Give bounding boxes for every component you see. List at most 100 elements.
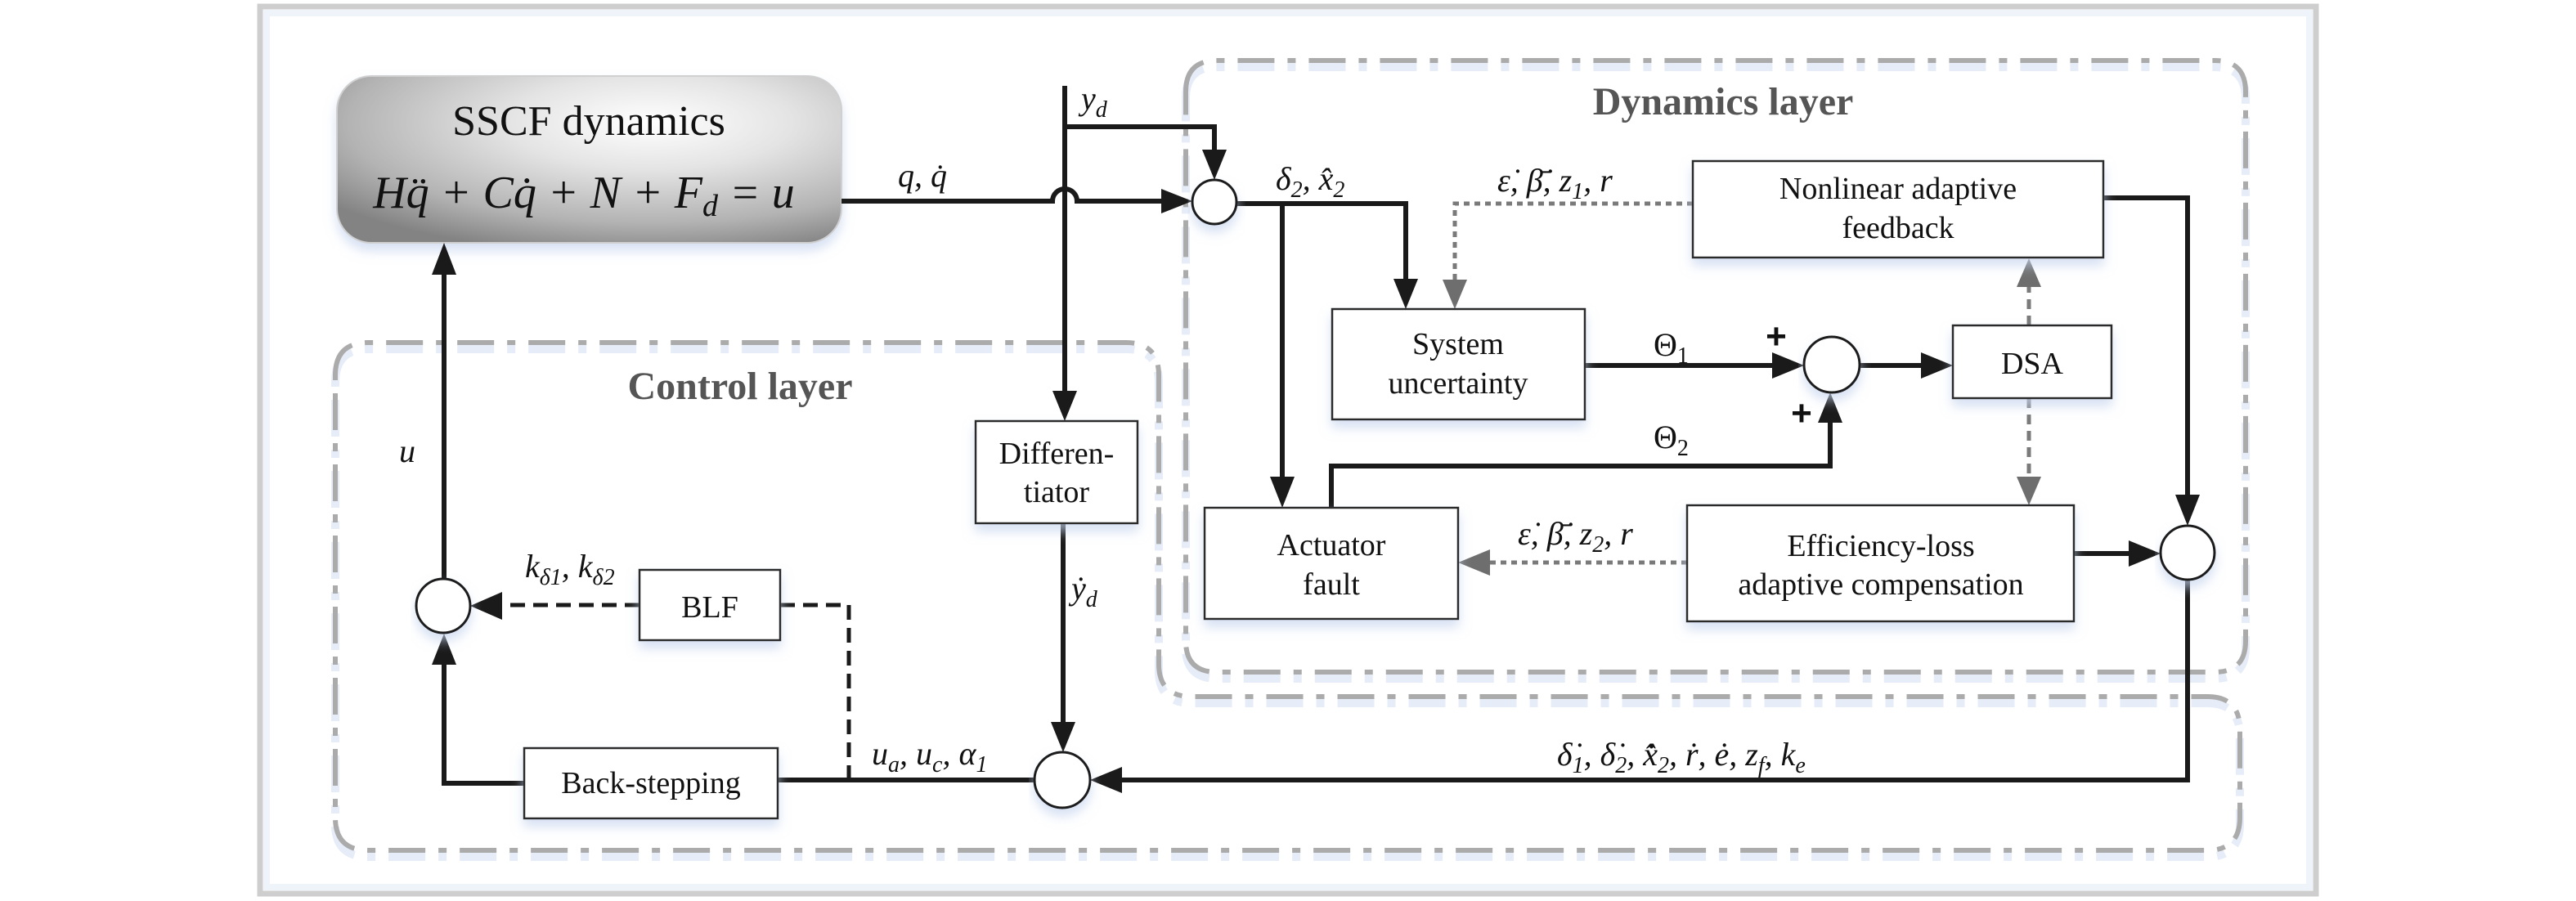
label-base: u <box>399 433 415 469</box>
block-label-line: System <box>1412 327 1504 361</box>
label-subscript: 2 <box>1658 753 1669 778</box>
arrowhead <box>1818 392 1842 423</box>
label-subscript: δ2 <box>593 565 615 590</box>
signal-label-feedback-to-uncertainty: ε̇, β̄̇, z1, r <box>1497 162 1613 204</box>
arrowhead <box>432 634 456 665</box>
label-base: ε̇, β̄̇, z <box>1518 515 1593 552</box>
arrowhead <box>2129 540 2161 567</box>
block-label: Differen-tiator <box>999 437 1115 509</box>
equation-part: = u <box>718 168 795 218</box>
block-label-line: fault <box>1303 567 1360 602</box>
signal-label-theta1: Θ1 <box>1654 326 1689 369</box>
efficiency-loss-compensation-block: Efficiency-loss adaptive compensation <box>1685 504 2076 623</box>
label-base: , ṙ, ė, z <box>1669 736 1758 773</box>
block-box <box>1691 159 2105 259</box>
summing-junction-2 <box>1802 335 1861 394</box>
label-subscript: 1 <box>976 752 987 778</box>
label-base: k <box>525 548 541 585</box>
block-box <box>1685 504 2076 623</box>
arrowhead <box>1052 391 1077 421</box>
label-subscript: 1 <box>1573 753 1584 778</box>
label-subscript: 1 <box>1572 179 1583 204</box>
label-subscript: a <box>888 752 900 778</box>
dsa-block: DSA <box>1951 324 2113 400</box>
arrowhead <box>1051 722 1075 752</box>
label-base: , u <box>900 735 932 772</box>
block-box <box>523 746 779 820</box>
block-label-line: adaptive compensation <box>1738 567 2023 602</box>
label-subscript: d <box>1096 97 1108 123</box>
control-layer-title: Control layer <box>627 365 852 408</box>
arrowhead <box>1458 549 1490 576</box>
arrowhead <box>470 592 502 620</box>
control-layer-border <box>333 340 2242 853</box>
label-base: u <box>872 735 888 772</box>
summing-junction-5 <box>1033 751 1092 809</box>
label-base: , r <box>1604 515 1633 552</box>
wire-junction1-to-system-uncertainty <box>1236 201 1408 280</box>
arrowhead <box>1161 189 1192 213</box>
label-base: δ <box>1276 160 1292 197</box>
arrowhead <box>2017 477 2041 505</box>
label-base: , k <box>562 548 594 585</box>
equation-part: Hq̈ + Cq̇ + N + F <box>372 168 703 218</box>
dynamics-layer-title: Dynamics layer <box>1593 80 1854 123</box>
arrowhead <box>432 243 456 275</box>
block-label-line: tiator <box>1024 475 1090 509</box>
sscf-dynamics-block: SSCF dynamics Hq̈ + Cq̇ + N + Fd = u <box>336 75 842 244</box>
label-base: y <box>1078 80 1096 117</box>
arrowhead <box>1921 352 1953 379</box>
signal-label-k-delta: kδ1, kδ2 <box>525 548 615 590</box>
label-base: , r <box>1583 162 1613 199</box>
block-label: Actuator fault <box>1277 528 1386 602</box>
wire-actuator-to-junction2 <box>1329 422 1833 508</box>
label-base: Θ <box>1654 419 1677 455</box>
arrowhead <box>1443 280 1467 309</box>
label-base: , α <box>942 735 976 772</box>
plus-sign-theta1: + <box>1766 316 1787 356</box>
signal-label-feedback-to-actuator: ε̇, β̄̇, z2, r <box>1518 515 1633 558</box>
label-subscript: 1 <box>1677 343 1689 369</box>
arrowhead <box>2175 495 2200 526</box>
label-base: , k <box>1765 736 1797 773</box>
label-subscript: δ1 <box>540 565 562 590</box>
label-base: Θ <box>1654 326 1677 363</box>
backstepping-block: Back-stepping <box>523 746 779 820</box>
summing-junction-3 <box>2159 524 2216 581</box>
arrowhead <box>1202 150 1227 180</box>
label-subscript: d <box>1086 587 1098 612</box>
block-label-line: feedback <box>1842 211 1954 245</box>
label-subscript: e <box>1795 753 1805 778</box>
control-layer-shadow <box>331 345 2244 861</box>
wire-yd-to-junction1 <box>1065 124 1217 150</box>
dynamics-layer-border <box>1183 58 2248 675</box>
sscf-dynamics-title: SSCF dynamics <box>452 98 725 145</box>
block-label-line: Actuator <box>1277 528 1386 563</box>
signal-label-yd: yd <box>1078 80 1108 123</box>
plus-sign-theta2: + <box>1791 393 1812 433</box>
wire-nonlinear-to-junction3 <box>2103 195 2190 495</box>
label-subscript: 2 <box>1333 177 1344 203</box>
wire-nonlinear-feedback-to-uncertainty <box>1452 201 1693 281</box>
block-label: Back-stepping <box>561 766 741 800</box>
block-box <box>1203 506 1460 621</box>
wire-backstepping-to-junction4 <box>442 664 524 786</box>
label-subscript: 2 <box>1677 436 1689 461</box>
label-base: q, q̇ <box>898 157 947 194</box>
figure-frame-inner-glow <box>263 10 2313 890</box>
label-subscript: 2 <box>1615 753 1627 778</box>
label-base: ẏ <box>1068 570 1086 607</box>
arrowhead <box>1772 352 1804 379</box>
arrowhead <box>2017 258 2041 287</box>
signal-label-state-feedback: δ̇1, δ̇2, x̂̇2, ṙ, ė, zf, ke <box>1557 736 1806 778</box>
label-subscript: 2 <box>1592 532 1604 558</box>
block-label-line: Efficiency-loss <box>1787 529 1974 563</box>
signal-label-delta2-xhat2: δ2, x̂2 <box>1276 160 1344 203</box>
label-subscript: f <box>1758 753 1767 778</box>
label-base: ε̇, β̄̇, z <box>1497 162 1573 199</box>
blf-block: BLF <box>638 568 782 642</box>
